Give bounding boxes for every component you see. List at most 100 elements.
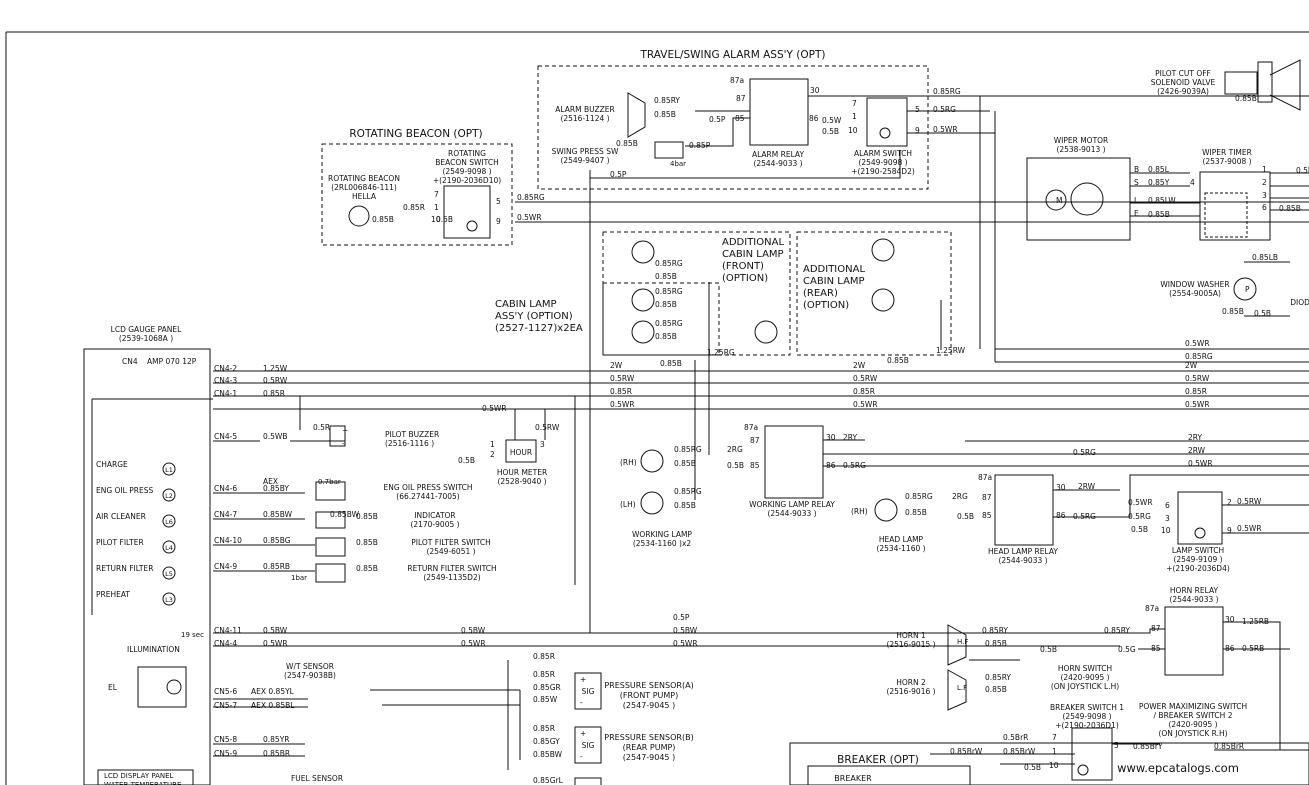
terminal-label: 7 xyxy=(852,99,857,108)
terminal-label: 87 xyxy=(736,94,746,103)
label-working_lamp-1: (2534-1160 )x2 xyxy=(633,539,692,548)
label-travel_swing-alarm_switch-1: (2549-9098 ) xyxy=(858,158,907,167)
label-breaker_switch-2: +(2190-2036D1) xyxy=(1055,721,1119,730)
wire-label: 0.85GY xyxy=(533,737,560,746)
wire-label: 0.5B xyxy=(1024,763,1041,772)
watermark-text: www.epcatalogs.com xyxy=(1117,761,1239,775)
add-front-box xyxy=(602,231,791,356)
terminal-label: 2 xyxy=(1227,498,1232,507)
wire-label: 0.85B xyxy=(660,359,682,368)
label-wiper_timer-0: WIPER TIMER xyxy=(1202,148,1252,157)
label-pilot_cut-2: (2426-9039A) xyxy=(1157,87,1209,96)
label-working_relay-0: WORKING LAMP RELAY xyxy=(749,500,835,509)
cn5-pin: CN5-9 xyxy=(214,749,237,758)
panel-lamp-label: PREHEAT xyxy=(96,590,130,599)
terminal-label: 9 xyxy=(1227,526,1232,535)
wire-label: 0.5WR xyxy=(1237,524,1262,533)
label-travel_swing-swing_press-1: (2549-9407 ) xyxy=(560,156,609,165)
label-head_lamp-1: (2534-1160 ) xyxy=(876,544,925,553)
terminal-label: 10 xyxy=(431,215,441,224)
cn4-pin: CN4-2 xyxy=(214,364,237,373)
label-lf: L.F xyxy=(957,684,967,692)
label-wt_sensor-0: W/T SENSOR xyxy=(286,662,334,671)
terminal-label: B xyxy=(1134,165,1139,174)
label-hour_box: HOUR xyxy=(510,448,532,457)
panel-lamp-label: ENG OIL PRESS xyxy=(96,486,153,495)
label-pilot_buzzer-0: PILOT BUZZER xyxy=(385,430,439,439)
wire-label: 0.5RG xyxy=(843,461,866,470)
terminal-label: 6 xyxy=(1262,203,1267,212)
wire-label: 0.85BW xyxy=(533,750,563,759)
wire-label: 0.85P xyxy=(689,141,711,150)
wire-label: 2RG xyxy=(952,492,968,501)
hour-meter-box xyxy=(505,439,537,463)
wiper-motor-box xyxy=(1026,157,1131,241)
terminal-label: 3 xyxy=(540,440,545,449)
wire-label: 1.25RB xyxy=(1242,617,1269,626)
wire-label: 0.5WR xyxy=(853,400,878,409)
wire-label: 2RW xyxy=(1078,482,1096,491)
label-travel_swing-four_bar: 4bar xyxy=(670,160,686,168)
label-rotating_beacon-switch-0: ROTATING xyxy=(448,149,486,158)
label-rh: (RH) xyxy=(851,507,868,516)
label-hour_meter-1: (2528-9040 ) xyxy=(497,477,546,486)
terminal-label: 87a xyxy=(978,473,992,482)
wire-label: 0.85BrY xyxy=(1133,742,1163,751)
terminal-label: 87a xyxy=(1145,604,1159,613)
label-return_filter_switch-1: (2549-1135D2) xyxy=(423,573,480,582)
wire-label: 2RY xyxy=(1188,433,1203,442)
terminal-label: 1 xyxy=(1052,747,1057,756)
wire-label: 0.85B xyxy=(905,508,927,517)
wire-label: 0.85RG xyxy=(655,287,683,296)
terminal-label: 85 xyxy=(982,511,992,520)
label-breaker_switch-0: BREAKER SWITCH 1 xyxy=(1050,703,1124,712)
wire-label: 2RY xyxy=(843,433,858,442)
terminal-label: 87 xyxy=(982,493,992,502)
wire-label: 2W xyxy=(1185,361,1198,370)
panel-lamp-label: RETURN FILTER xyxy=(96,564,153,573)
label-pressure_a-2: (2547-9045 ) xyxy=(623,701,675,710)
wire-label: 0.5WR xyxy=(1185,339,1210,348)
wire-label: 0.85B xyxy=(674,501,696,510)
label-breaker_sub: BREAKER xyxy=(834,774,872,783)
cn4-pin: CN4-9 xyxy=(214,562,237,571)
terminal-label: 6 xyxy=(1165,501,1170,510)
wire-label: 0.85B xyxy=(1235,94,1257,103)
wire-label: 0.85RG xyxy=(655,259,683,268)
label-lcd_gauge-1: (2539-1068A ) xyxy=(119,334,173,343)
label-horn_switch-0: HORN SWITCH xyxy=(1058,664,1112,673)
wire-label: 0.85RG xyxy=(655,319,683,328)
terminal-label: 1 xyxy=(434,203,439,212)
panel-lamp-tag: L4 xyxy=(165,544,173,552)
label-travel_swing-alarm_relay-1: (2544-9033 ) xyxy=(753,159,802,168)
wire-label: 0.5L xyxy=(1296,166,1309,175)
panel-lamp-label: CHARGE xyxy=(96,460,128,469)
wiper-timer-box xyxy=(1199,171,1271,241)
wire-label: 0.5P xyxy=(709,115,726,124)
panel-lamp-tag: L2 xyxy=(165,492,173,500)
label-add_rear-2: (REAR) xyxy=(803,288,838,299)
cn4-wire: 0.85RB xyxy=(263,562,290,571)
wire-label: 0.5B xyxy=(957,512,974,521)
label-pressure_a-0: PRESSURE SENSOR(A) xyxy=(604,681,693,690)
travel-swing-box xyxy=(537,65,929,190)
wire-label: 0.5B xyxy=(727,461,744,470)
label-horn_switch-2: (ON JOYSTICK L.H) xyxy=(1051,682,1119,691)
label-sig: SIG xyxy=(582,687,595,696)
label-rotating_beacon-left-1: (2RL006846-111) xyxy=(331,183,397,192)
label-pressure_b-2: (2547-9045 ) xyxy=(623,753,675,762)
wire-label: 0.5WR xyxy=(517,213,542,222)
terminal-label: L xyxy=(1134,196,1139,205)
terminal-label: S xyxy=(1134,178,1139,187)
terminal-label: 85 xyxy=(735,114,745,123)
label-power_max-1: / BREAKER SWITCH 2 xyxy=(1154,711,1233,720)
add-rear-box xyxy=(796,231,952,356)
label-horn_switch-1: (2420-9095 ) xyxy=(1060,673,1109,682)
wire-label: 0.85BrR xyxy=(1214,742,1244,751)
label-head_relay-0: HEAD LAMP RELAY xyxy=(988,547,1058,556)
label-one_bar: 1bar xyxy=(291,574,307,582)
label-sig: SIG xyxy=(582,741,595,750)
label-nineteen_sec: 19 sec xyxy=(181,631,204,639)
terminal-label: 1 xyxy=(1262,165,1267,174)
lcd-gauge-panel xyxy=(83,348,211,785)
